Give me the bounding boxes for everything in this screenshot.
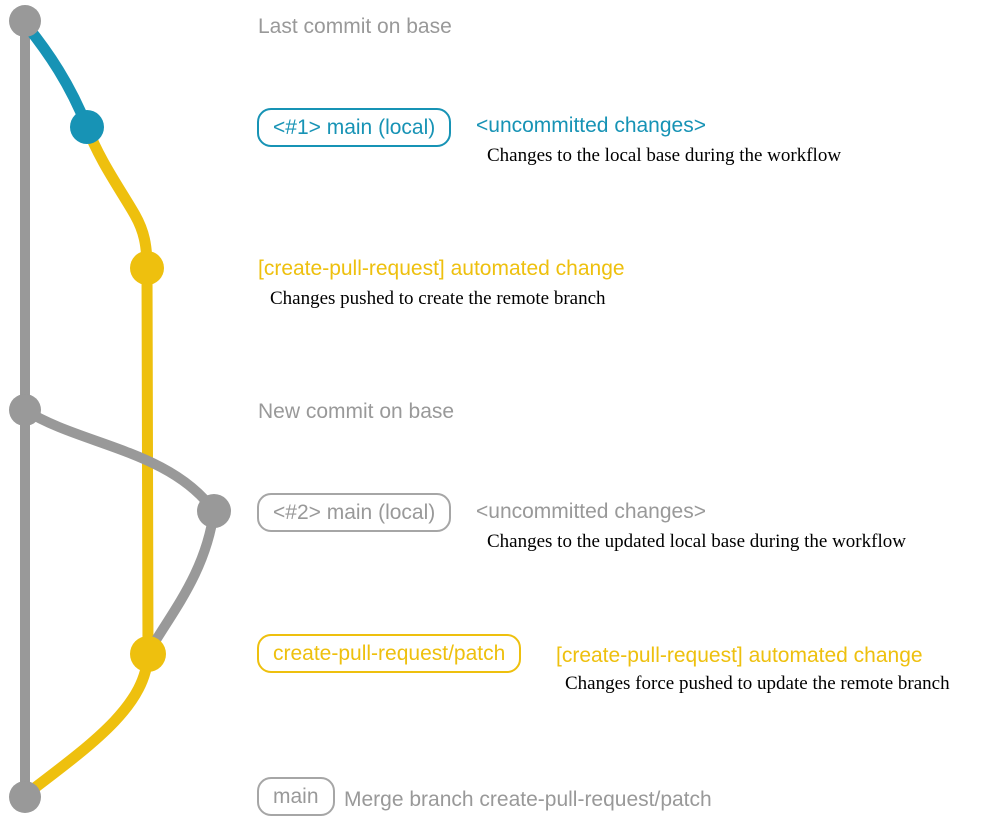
commit-dot-pr-1 bbox=[130, 251, 164, 285]
uncommitted-changes-1-label: <uncommitted changes> bbox=[476, 114, 706, 137]
force-push-line bbox=[145, 506, 219, 655]
git-graph bbox=[9, 5, 231, 813]
commit-dot-pr-2 bbox=[130, 636, 166, 672]
commit-dot-merge bbox=[9, 781, 41, 813]
commit-dot-last-base bbox=[9, 5, 41, 37]
pr-branch-badge: create-pull-request/patch bbox=[257, 634, 522, 674]
new-commit-label: New commit on base bbox=[258, 400, 455, 423]
local-main-2-line bbox=[20, 405, 219, 516]
main-badge: main bbox=[257, 777, 335, 817]
force-push-note: Changes force pushed to update the remot… bbox=[565, 673, 950, 694]
commit-dot-new-base bbox=[9, 394, 41, 426]
merge-branch-label: Merge branch create-pull-request/patch bbox=[344, 788, 712, 811]
local-main-1-line bbox=[21, 20, 93, 133]
main-local-1-badge: <#1> main (local) bbox=[257, 108, 452, 148]
last-commit-label: Last commit on base bbox=[258, 15, 452, 38]
updated-local-base-note: Changes to the updated local base during… bbox=[487, 531, 906, 552]
uncommitted-changes-2-label: <uncommitted changes> bbox=[476, 500, 706, 523]
commit-dot-local-main-2 bbox=[197, 494, 231, 528]
push-create-note: Changes pushed to create the remote bran… bbox=[270, 288, 606, 309]
commit-dot-local-main-1 bbox=[70, 110, 104, 144]
automated-change-2-label: [create-pull-request] automated change bbox=[556, 644, 923, 667]
automated-change-1-label: [create-pull-request] automated change bbox=[258, 257, 625, 280]
local-base-note: Changes to the local base during the wor… bbox=[487, 145, 842, 166]
pr-branch-merge-line bbox=[22, 648, 154, 799]
main-local-2-badge: <#2> main (local) bbox=[257, 493, 452, 533]
pr-branch-line-top bbox=[81, 121, 153, 274]
